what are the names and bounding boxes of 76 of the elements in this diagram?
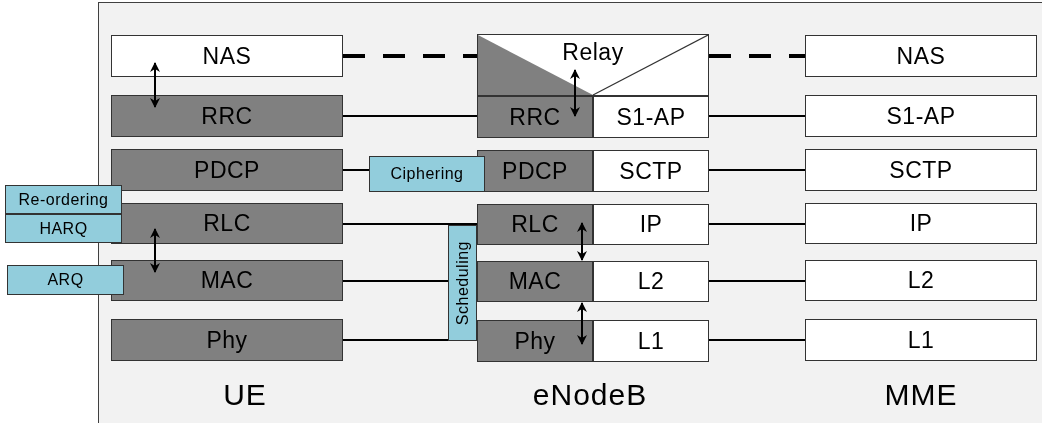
layer-label: S1-AP xyxy=(616,103,686,131)
layer-label: NAS xyxy=(896,42,946,70)
layer-label: MAC xyxy=(508,268,562,295)
protocol-layer-box xyxy=(477,320,593,362)
layer-label: IP xyxy=(909,210,933,237)
layer-label: L1 xyxy=(637,327,665,355)
protocol-layer-box xyxy=(111,149,343,191)
protocol-layer-box xyxy=(111,95,343,137)
layer-label: NAS xyxy=(202,42,252,70)
double-arrow xyxy=(150,62,160,108)
connector-line xyxy=(342,169,370,171)
layer-label: SCTP xyxy=(889,156,953,184)
layer-label: MAC xyxy=(200,267,254,294)
function-tag xyxy=(448,225,477,341)
connector-line xyxy=(708,115,806,117)
entity-label: eNodeB xyxy=(532,378,648,412)
protocol-layer-box xyxy=(111,35,343,77)
layer-label: Ciphering xyxy=(390,165,464,183)
connector-line xyxy=(342,223,478,225)
layer-label: L1 xyxy=(907,326,935,354)
layer-label: RRC xyxy=(509,103,561,131)
protocol-layer-box xyxy=(805,319,1037,361)
protocol-layer-box xyxy=(111,319,343,361)
protocol-layer-box xyxy=(805,203,1037,244)
layer-label: Scheduling xyxy=(453,240,472,326)
layer-label: L2 xyxy=(637,268,665,295)
layer-label: PDCP xyxy=(502,157,568,185)
connector-line xyxy=(708,223,806,225)
function-tag xyxy=(5,185,122,214)
dashed-connector xyxy=(343,54,477,58)
protocol-layer-box xyxy=(111,203,343,244)
layer-label: SCTP xyxy=(619,157,683,185)
protocol-layer-box xyxy=(805,149,1037,191)
relay-layer-box xyxy=(477,34,709,96)
entity-label: UE xyxy=(223,378,267,412)
layer-label: ARQ xyxy=(47,271,84,289)
layer-label: RLC xyxy=(203,210,251,237)
protocol-layer-box xyxy=(805,95,1037,137)
connector-line xyxy=(708,280,806,282)
function-tag xyxy=(369,156,485,192)
protocol-layer-box xyxy=(805,35,1037,77)
layer-label: Phy xyxy=(514,327,556,355)
protocol-layer-box xyxy=(477,204,593,245)
protocol-layer-box xyxy=(477,96,593,138)
layer-label: PDCP xyxy=(194,156,260,184)
entity-label: MME xyxy=(884,378,958,412)
protocol-layer-box xyxy=(111,260,343,301)
protocol-layer-box xyxy=(593,150,709,192)
layer-label: HARQ xyxy=(39,219,88,238)
protocol-layer-box xyxy=(593,320,709,362)
function-tag xyxy=(7,265,124,295)
function-tag xyxy=(5,214,122,243)
double-arrow xyxy=(150,228,160,273)
protocol-layer-box xyxy=(805,260,1037,301)
connector-line xyxy=(342,115,478,117)
connector-line xyxy=(342,339,449,341)
layer-label: L2 xyxy=(907,267,935,294)
layer-label: RRC xyxy=(201,102,253,130)
protocol-layer-box xyxy=(593,261,709,302)
protocol-layer-box xyxy=(477,150,593,192)
layer-label: S1-AP xyxy=(886,102,956,130)
dashed-connector xyxy=(709,54,805,58)
layer-label: Re-ordering xyxy=(18,190,109,209)
layer-label: IP xyxy=(639,211,663,238)
layer-label: Phy xyxy=(206,326,248,354)
layer-label: RLC xyxy=(511,211,559,238)
double-arrow xyxy=(570,69,580,117)
protocol-layer-box xyxy=(593,96,709,138)
double-arrow xyxy=(577,222,587,261)
connector-line xyxy=(708,169,806,171)
connector-line xyxy=(342,280,449,282)
protocol-layer-box xyxy=(593,204,709,245)
double-arrow xyxy=(577,302,587,345)
connector-line xyxy=(708,339,806,341)
protocol-layer-box xyxy=(477,261,593,302)
layer-label: Relay xyxy=(562,39,624,66)
